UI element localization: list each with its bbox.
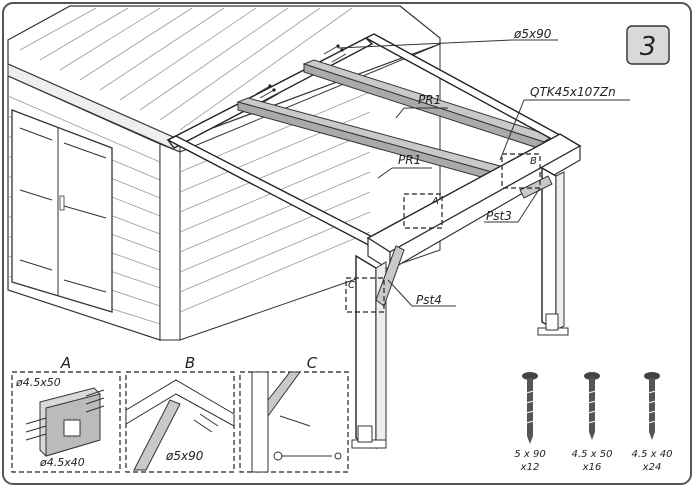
hardware-qty-3: x24 <box>642 462 662 473</box>
post-right <box>541 166 557 332</box>
callout-pr1-upper: PR1 <box>418 93 441 107</box>
brace-pst3 <box>519 175 553 199</box>
marker-box-a <box>403 193 443 229</box>
callout-qtk: QTK45x107Zn <box>530 85 616 99</box>
step-badge: 3 <box>626 25 670 65</box>
screw-icon-1 <box>521 372 539 444</box>
detail-a-title: A <box>60 354 71 372</box>
screw-icon-2 <box>583 372 601 440</box>
shed <box>7 5 441 341</box>
step-number: 3 <box>640 32 657 62</box>
callout-pst4: Pst4 <box>416 293 442 307</box>
screw-icon-3 <box>643 372 661 440</box>
detail-b-title: B <box>185 354 195 372</box>
leader-lines <box>337 39 630 307</box>
detail-b: B ø5x90 <box>125 352 235 473</box>
brace-pst4 <box>375 245 405 307</box>
hardware-qty-1: x12 <box>520 462 540 473</box>
marker-box-b <box>501 153 541 189</box>
detail-b-screw: ø5x90 <box>165 449 204 463</box>
detail-c: C <box>239 352 349 473</box>
detail-a-screws <box>25 389 105 441</box>
post-left <box>355 254 377 450</box>
carport-frame <box>166 33 582 450</box>
hardware-qty-2: x16 <box>582 462 602 473</box>
roof-boards <box>19 7 353 131</box>
marker-c-label: C <box>348 280 355 291</box>
marker-box-c <box>345 277 385 313</box>
top-screws <box>255 44 347 103</box>
detail-a-screw-lower: ø4.5x40 <box>39 456 85 469</box>
hardware-size-1: 5 x 90 <box>514 449 545 460</box>
marker-a-label: A <box>431 196 439 207</box>
detail-a-screw-upper: ø4.5x50 <box>15 376 61 389</box>
detail-a: A ø4.5x50 ø4.5x40 <box>11 352 121 473</box>
callout-pr1-lower: PR1 <box>398 153 421 167</box>
hardware-size-2: 4.5 x 50 <box>572 449 613 460</box>
detail-c-title: C <box>307 354 318 372</box>
marker-b-label: B <box>530 156 537 167</box>
callout-screw-top: ø5x90 <box>513 27 552 41</box>
hardware-size-3: 4.5 x 40 <box>632 449 673 460</box>
callout-pst3: Pst3 <box>486 209 512 223</box>
hardware-list: 5 x 90 x12 4.5 x 50 x16 4.5 x 40 x24 <box>514 372 672 473</box>
shed-doors <box>11 109 113 313</box>
